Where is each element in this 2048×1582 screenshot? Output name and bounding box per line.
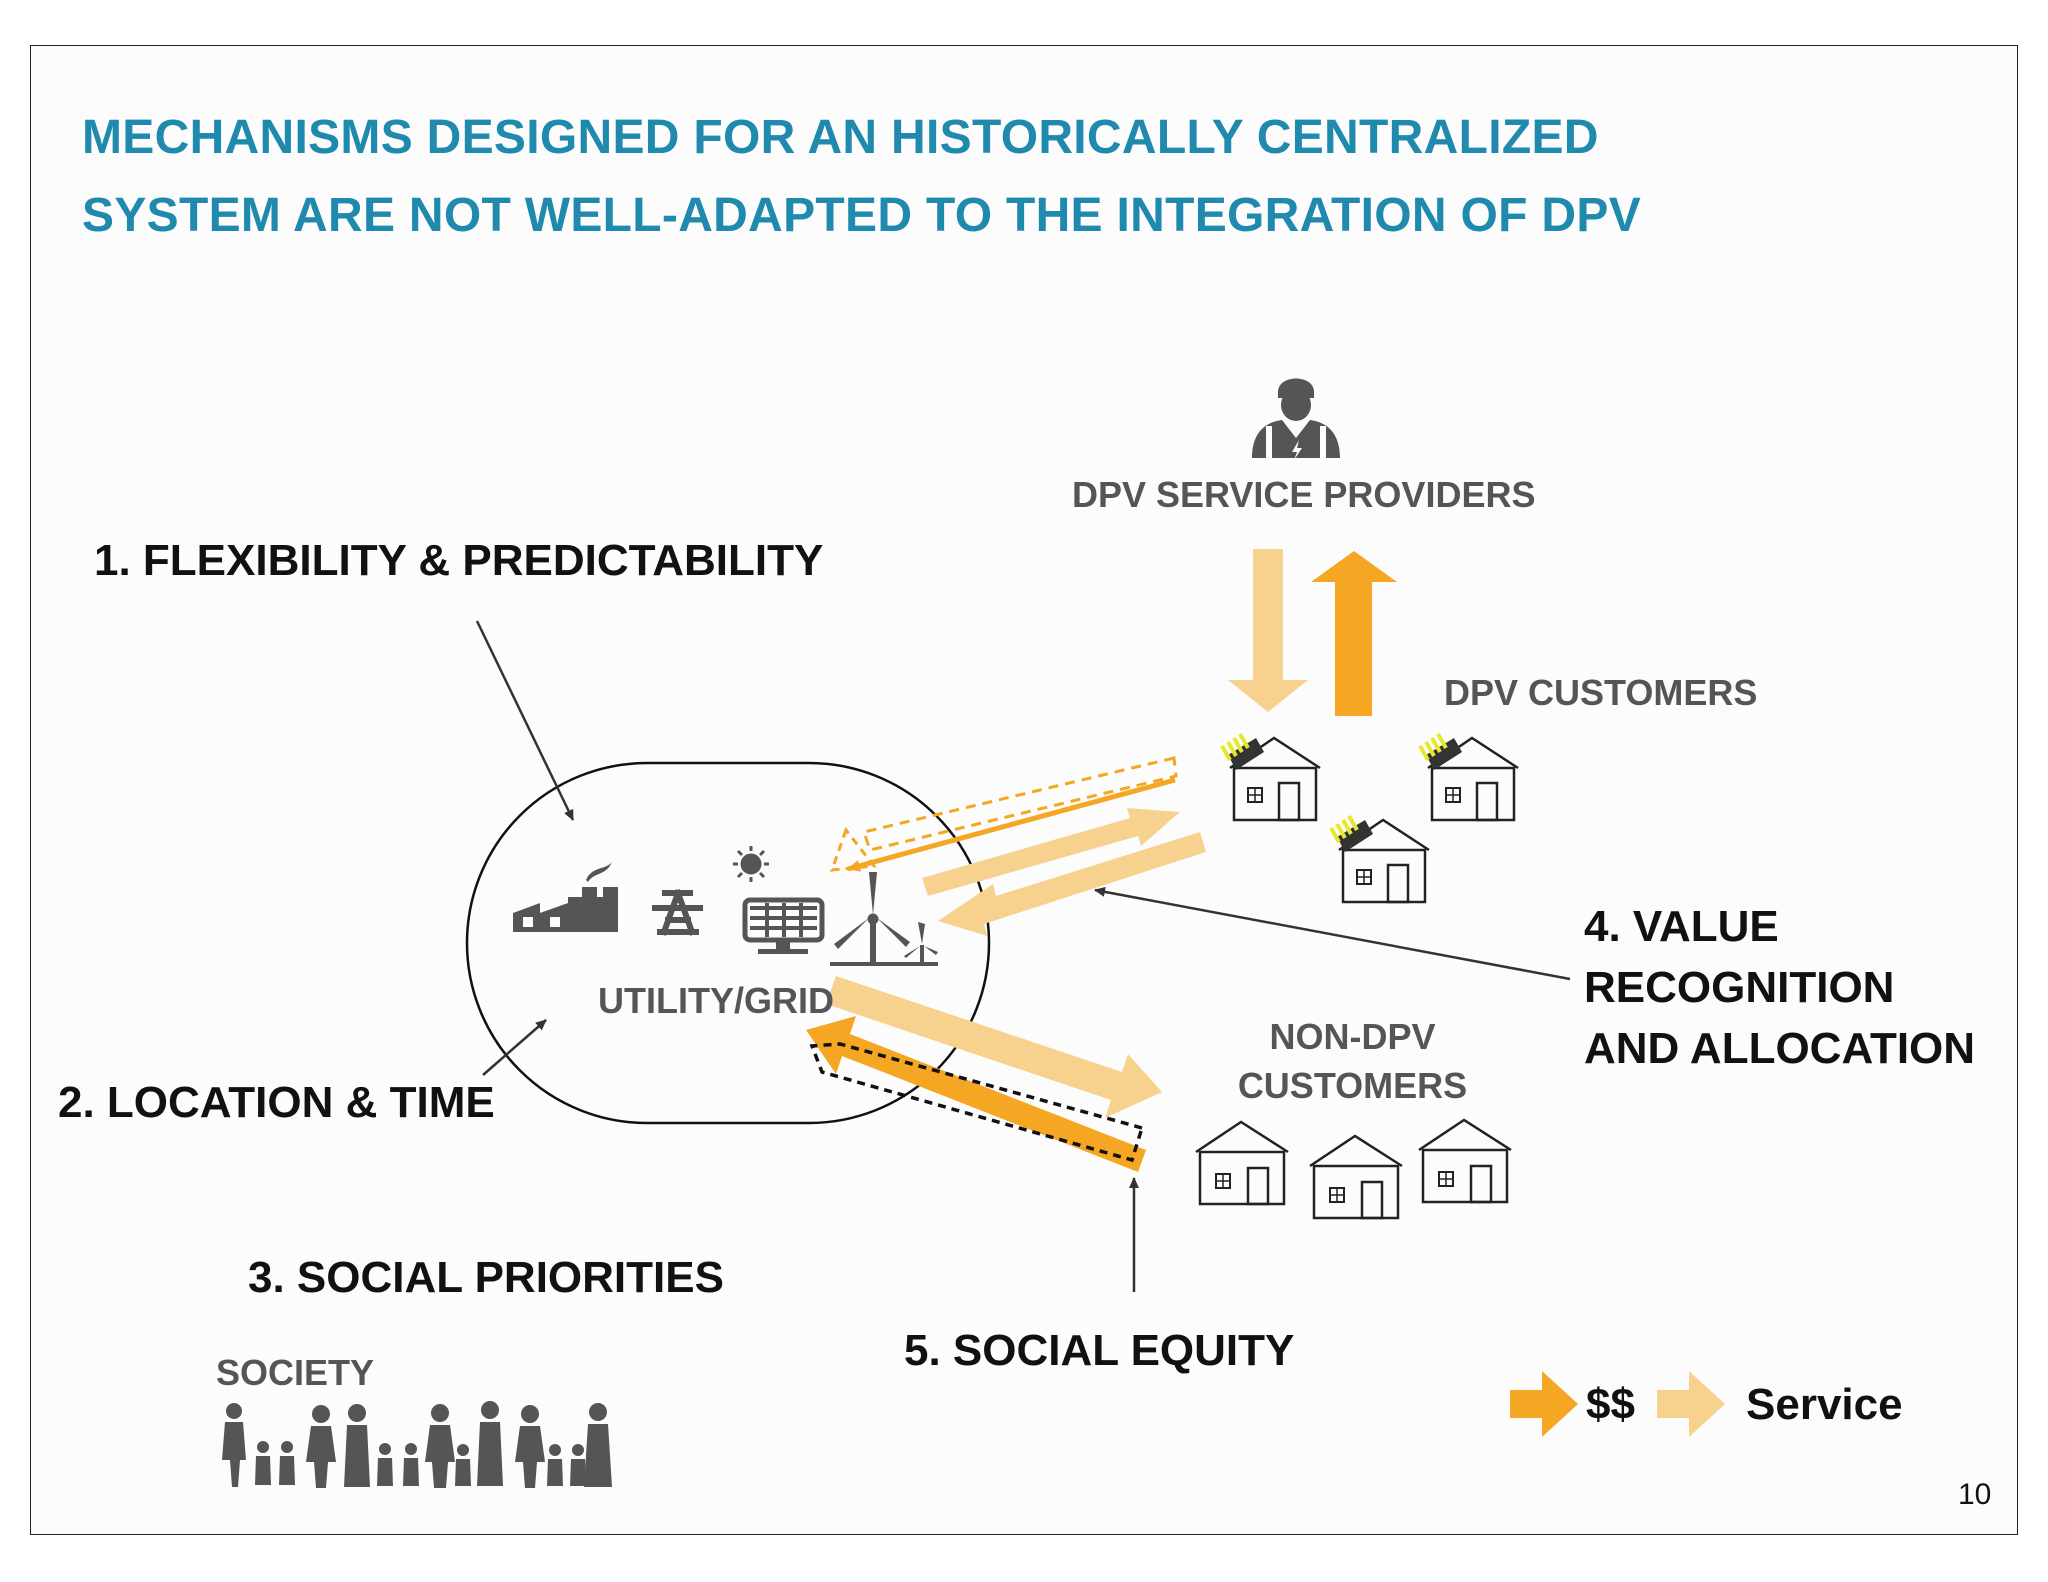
mechanism-2-label: 2. LOCATION & TIME bbox=[58, 1078, 495, 1127]
slide-frame bbox=[30, 45, 2018, 1535]
service-arrow-to-dpv bbox=[922, 808, 1180, 896]
worker-icon bbox=[1252, 378, 1340, 460]
money-arrow-dashed-outline bbox=[809, 1042, 1145, 1163]
utility-grid-label: UTILITY/GRID bbox=[598, 980, 834, 1021]
sun-icon bbox=[733, 846, 769, 882]
service-arrow-to-utility bbox=[938, 832, 1206, 936]
money-arrow-dashed-to-utility bbox=[862, 756, 1178, 852]
non-dpv-house-3 bbox=[1418, 1118, 1512, 1204]
money-arrow-to-utility-from-non-dpv bbox=[806, 1016, 1146, 1172]
non-dpv-house-1 bbox=[1195, 1120, 1289, 1206]
non-dpv-house-2 bbox=[1309, 1134, 1403, 1220]
society-family-icon bbox=[222, 1401, 612, 1488]
money-arrow-up bbox=[1311, 551, 1397, 716]
mechanism-4-label-line-3: AND ALLOCATION bbox=[1584, 1024, 1976, 1073]
slide-title-line-1: MECHANISMS DESIGNED FOR AN HISTORICALLY … bbox=[82, 111, 1599, 164]
mechanism-4-label-line-2: RECOGNITION bbox=[1584, 963, 1895, 1012]
pointer-value-recognition bbox=[1094, 886, 1571, 981]
page-number: 10 bbox=[1958, 1478, 1992, 1511]
utility-boundary bbox=[465, 761, 991, 1125]
slide-title-line-2: SYSTEM ARE NOT WELL-ADAPTED TO THE INTEG… bbox=[82, 189, 1642, 242]
dpv-house-3 bbox=[1329, 815, 1430, 904]
service-arrow-down bbox=[1228, 549, 1308, 712]
mechanism-4-label-line-1: 4. VALUE bbox=[1584, 902, 1779, 951]
dpv-house-2 bbox=[1418, 733, 1519, 822]
pointer-flexibility bbox=[475, 620, 575, 821]
dpv-customers-label: DPV CUSTOMERS bbox=[1444, 672, 1758, 713]
society-label: SOCIETY bbox=[216, 1352, 375, 1393]
non-dpv-label-line-2: CUSTOMERS bbox=[1237, 1065, 1468, 1106]
factory-icon bbox=[513, 862, 618, 932]
legend-service-arrow-icon bbox=[1657, 1371, 1725, 1437]
solar-panel-icon bbox=[742, 897, 825, 954]
legend-money-arrow-icon bbox=[1510, 1371, 1578, 1437]
money-arrow-to-utility bbox=[847, 777, 1176, 872]
service-arrow-to-non-dpv bbox=[826, 976, 1162, 1118]
legend-service-label: Service bbox=[1746, 1380, 1903, 1429]
dpv-house-1 bbox=[1220, 733, 1321, 822]
mechanism-5-label: 5. SOCIAL EQUITY bbox=[904, 1326, 1295, 1375]
dpv-service-providers-label: DPV SERVICE PROVIDERS bbox=[1072, 474, 1536, 515]
transmission-tower-icon bbox=[652, 889, 703, 936]
mechanism-3-label: 3. SOCIAL PRIORITIES bbox=[248, 1253, 724, 1302]
non-dpv-label-line-1: NON-DPV bbox=[1269, 1016, 1436, 1057]
pointer-location-time bbox=[482, 1019, 547, 1076]
mechanism-1-label: 1. FLEXIBILITY & PREDICTABILITY bbox=[94, 536, 824, 585]
legend-money-label: $$ bbox=[1586, 1380, 1635, 1429]
wind-turbine-icon bbox=[830, 872, 938, 966]
